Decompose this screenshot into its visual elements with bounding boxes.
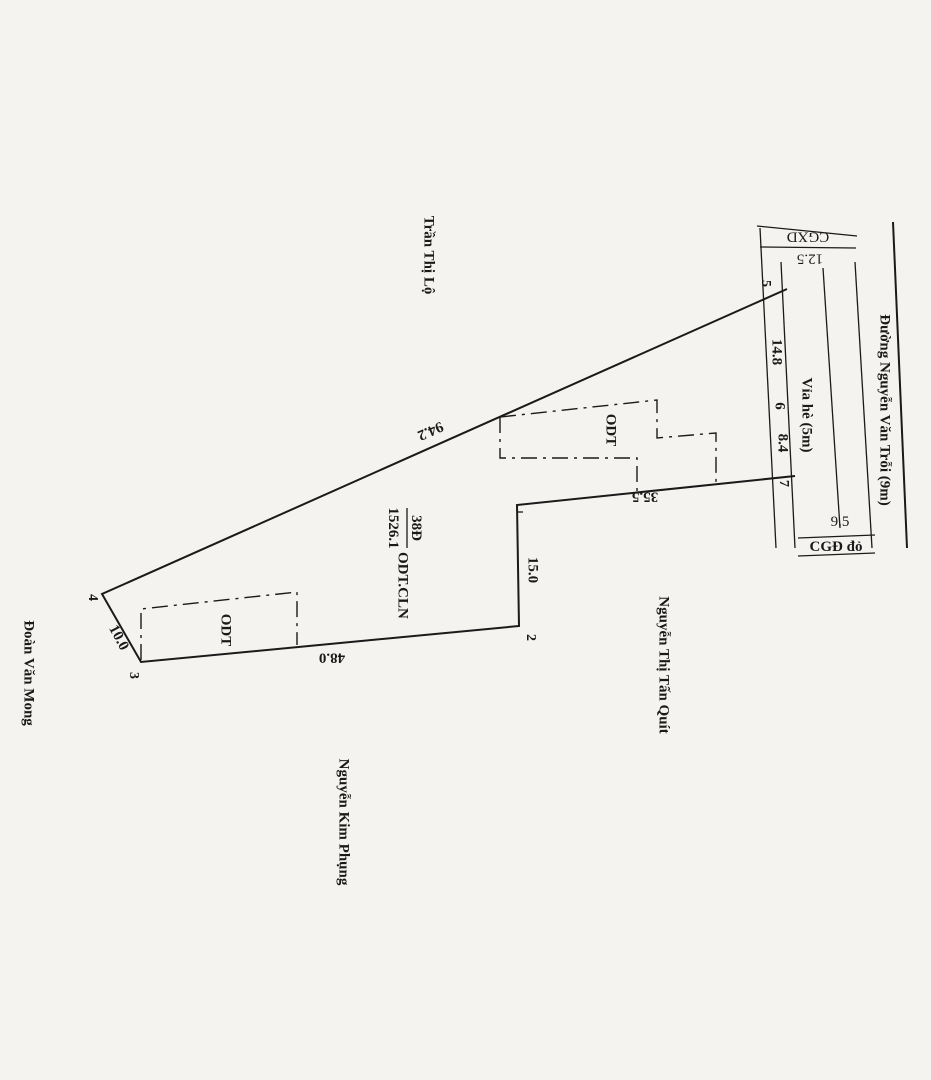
edge-4-5-length: 94.2 (415, 418, 445, 443)
edge-1-2-length: 15.0 (525, 557, 541, 583)
cgd-box-top (797, 534, 876, 539)
neighbor-bottom: Nguyễn Kim Phụng (336, 759, 352, 886)
building-1-label: ODT (603, 414, 619, 447)
parcel-info: 38Đ 1526.1 ODT.CLN (385, 507, 424, 619)
neighbor-right: Nguyễn Thị Tấn Quít (656, 596, 672, 733)
building-1-outline-right (499, 399, 717, 482)
building-2-label: ODT (218, 614, 234, 647)
point-label-3: 3 (126, 672, 141, 679)
frontage-seg3: 8.4 (775, 434, 791, 453)
building-2-outline (140, 591, 298, 660)
parcel-use: ODT.CLN (395, 552, 411, 619)
cgxd-line (759, 227, 777, 549)
cgd-box-bottom (797, 552, 876, 557)
edge-7-1-length: 35.5 (632, 489, 658, 505)
road-edge-outer (892, 221, 908, 549)
cgd-value: 9.5 (831, 514, 850, 530)
frontage-seg2: 6 (772, 402, 788, 410)
cgxd-label: CGXD (787, 229, 830, 245)
building-1-outline (499, 417, 638, 492)
point-label-5: 5 (758, 280, 773, 287)
road-edge-inner (854, 261, 873, 549)
point-label-4: 4 (85, 594, 100, 601)
road-label: Đường Nguyễn Văn Trỗi (9m) (877, 314, 893, 506)
cgxd-value: 12.5 (797, 251, 823, 267)
neighbor-top: Trần Thị Lộ (421, 216, 437, 295)
edge-3-4-length: 10.0 (105, 622, 131, 653)
property-frontage-line (780, 261, 796, 549)
frontage-seg1: 14.8 (769, 339, 785, 365)
parcel-boundary (100, 288, 796, 664)
edge-2-3-length: 48.0 (319, 650, 345, 666)
point-label-2: 2 (523, 634, 538, 641)
cgxd-box-bottom (759, 246, 857, 249)
neighbor-bottom-left: Đoàn Văn Mong (21, 620, 37, 726)
cgxd-box-top (756, 225, 858, 237)
sidewalk-line (822, 267, 841, 529)
parcel-area: 1526.1 (385, 507, 401, 548)
sidewalk-label: Vỉa hè (5m) (799, 378, 815, 453)
parcel-number: 38Đ (408, 515, 424, 541)
point-label-7: 7 (776, 480, 791, 487)
cgd-label: CGĐ đỏ (810, 539, 863, 555)
